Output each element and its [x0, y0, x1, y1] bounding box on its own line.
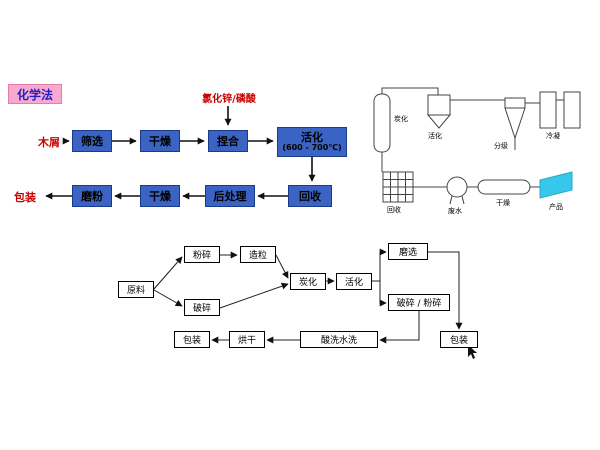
activation-hopper: [426, 114, 452, 129]
equipment-label-activate: 活化: [428, 132, 442, 140]
tank-leg-1: [449, 195, 453, 205]
step-activation: 活化 (600 - 700℃): [277, 127, 347, 157]
top-pipe: [381, 87, 439, 95]
pf-box-crush-mill: 破碎 / 粉碎: [388, 294, 450, 311]
condenser-1: [539, 91, 557, 129]
cursor-icon: [468, 345, 477, 359]
dryer-cylinder: [477, 179, 531, 195]
physical-flow-lines: [153, 248, 463, 344]
pf-box-raw-material: 原料: [118, 281, 154, 298]
pf-box-granulate: 造粒: [240, 246, 276, 263]
equipment-label-carbonize: 炭化: [394, 115, 408, 123]
activation-vessel: [427, 94, 451, 116]
step-milling: 磨粉: [72, 185, 112, 207]
pf-box-activate: 活化: [336, 273, 372, 290]
pf-box-carbonize: 炭化: [290, 273, 326, 290]
recovery-grid: [383, 172, 413, 202]
pf-box-pulverize: 粉碎: [184, 246, 220, 263]
pf-box-mill-select: 磨选: [388, 243, 428, 260]
step-drying-1: 干燥: [140, 130, 180, 152]
feed-label: 木屑: [38, 136, 60, 149]
cyclone-cone: [504, 107, 526, 140]
equipment-schematic: [373, 87, 581, 205]
equipment-label-dry: 干燥: [496, 199, 510, 207]
chemical-flow-arrows: [45, 106, 316, 200]
equipment-label-wastewater: 废水: [448, 207, 462, 215]
pf-box-wash: 酸洗水洗: [300, 331, 378, 348]
equipment-label-classify: 分级: [494, 142, 508, 150]
step-drying-2: 干燥: [140, 185, 180, 207]
equipment-label-product: 产品: [549, 203, 563, 211]
product-flag: [539, 171, 573, 199]
wastewater-tank: [446, 176, 468, 198]
pf-box-dry: 烘干: [229, 331, 265, 348]
activation-temperature: (600 - 700℃): [282, 142, 342, 152]
step-kneading: 捏合: [208, 130, 248, 152]
method-badge: 化学法: [8, 84, 62, 104]
cyclone-top: [504, 97, 526, 109]
step-post-treatment: 后处理: [205, 185, 255, 207]
activation-title: 活化: [301, 131, 323, 145]
pf-box-crush: 破碎: [184, 299, 220, 316]
pf-box-pack-left: 包装: [174, 331, 210, 348]
carbonization-column: [373, 93, 391, 153]
additive-label: 氯化锌/磷酸: [202, 94, 256, 105]
equipment-label-condense: 冷凝: [546, 132, 560, 140]
tank-leg-2: [461, 195, 465, 205]
pf-box-pack-right: 包装: [440, 331, 478, 348]
pack-label: 包装: [14, 191, 36, 204]
step-screening: 筛选: [72, 130, 112, 152]
condenser-2: [563, 91, 581, 129]
equipment-label-recover: 回收: [387, 206, 401, 214]
step-recovery: 回收: [288, 185, 332, 207]
